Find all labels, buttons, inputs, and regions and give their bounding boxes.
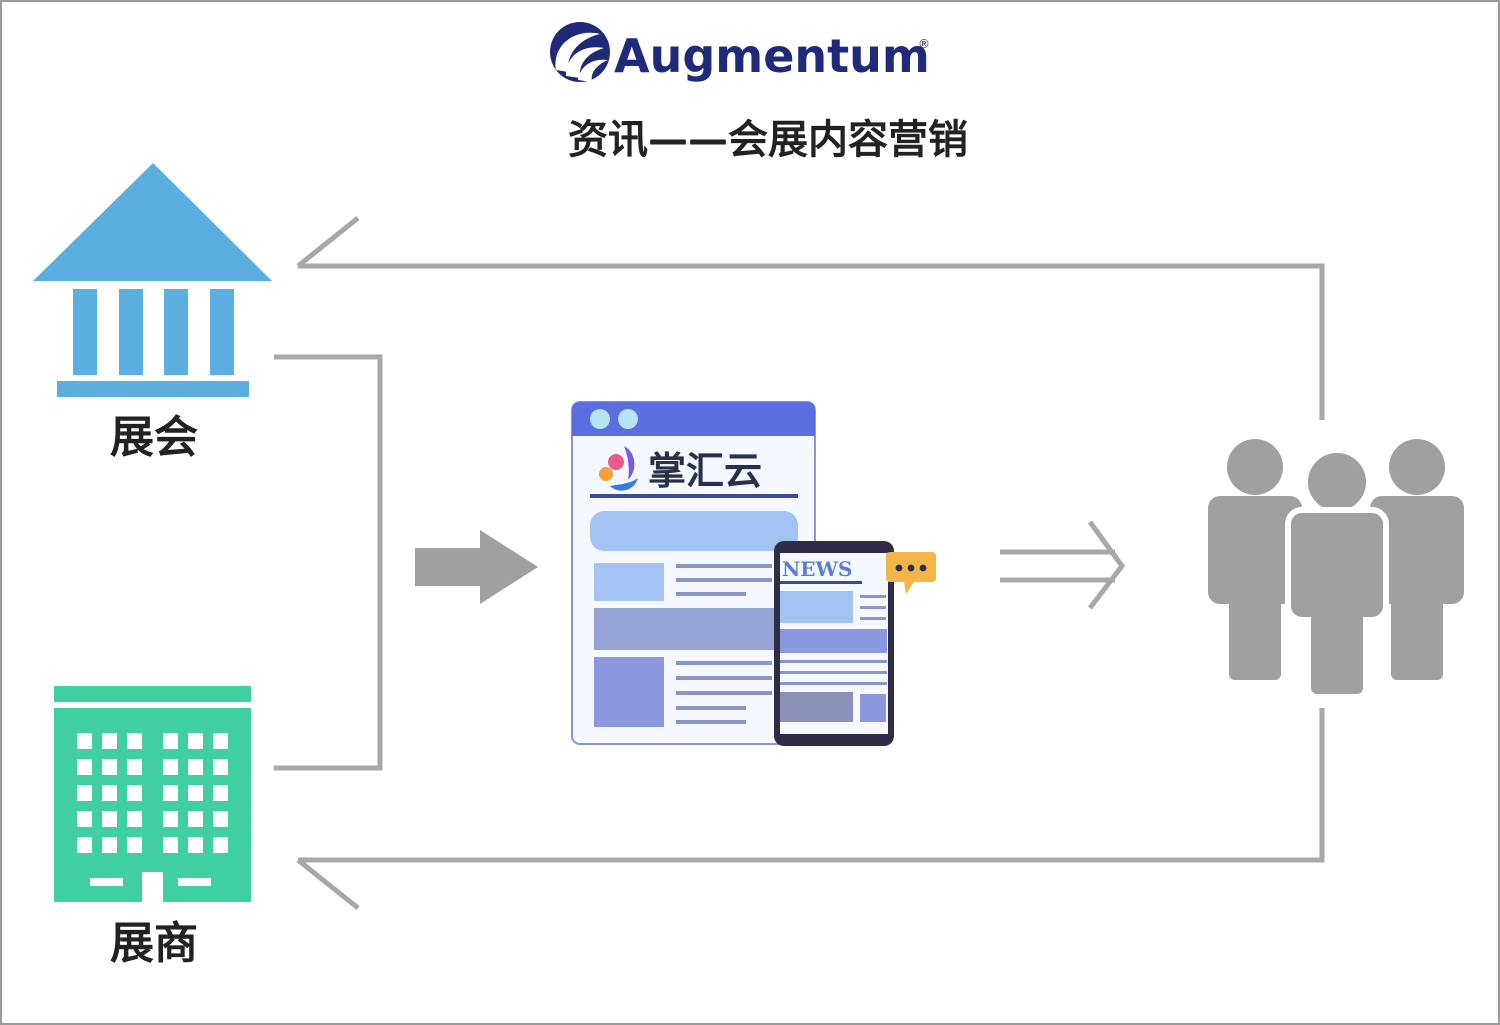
brand-logo-icon: [550, 22, 610, 82]
building-window: [213, 785, 228, 801]
double-arrow-head: [1087, 520, 1126, 610]
person-center-icon: [1285, 447, 1389, 694]
office-building-icon: [54, 686, 251, 902]
building-window: [127, 785, 142, 801]
building-window: [102, 837, 117, 853]
web-news-platform-icon: 掌汇云 NEWS: [571, 401, 936, 746]
building-window: [77, 811, 92, 827]
app-name: 掌汇云: [648, 449, 762, 493]
building-window: [127, 811, 142, 827]
people-group-icon: [1208, 439, 1464, 694]
building-window: [127, 837, 142, 853]
building-window: [163, 785, 178, 801]
building-window: [188, 811, 203, 827]
building-window: [188, 785, 203, 801]
person-right-icon: [1370, 439, 1464, 680]
registered-mark: ®: [918, 37, 930, 51]
brand-name: Augmentum: [614, 29, 930, 83]
building-window: [77, 837, 92, 853]
building-window: [77, 733, 92, 749]
building-window: [213, 733, 228, 749]
building-window: [213, 811, 228, 827]
building-window: [213, 759, 228, 775]
return-arrowhead-top: [296, 216, 360, 268]
building-window: [127, 759, 142, 775]
return-line-bottom: [298, 708, 1325, 863]
connector-lines: [274, 216, 1325, 910]
building-window: [102, 785, 117, 801]
building-window: [188, 837, 203, 853]
page-title: 资讯——会展内容营销: [568, 117, 968, 163]
return-arrowhead-bottom: [296, 858, 360, 910]
building-window: [102, 759, 117, 775]
news-label: NEWS: [782, 557, 852, 581]
exhibitor-label: 展商: [110, 918, 198, 969]
building-window: [77, 785, 92, 801]
building-window: [102, 733, 117, 749]
building-window: [102, 811, 117, 827]
exhibition-label: 展会: [110, 412, 198, 463]
building-window: [127, 733, 142, 749]
building-window: [163, 837, 178, 853]
building-window: [163, 733, 178, 749]
chat-bubble-icon: [886, 552, 936, 594]
building-window: [163, 759, 178, 775]
source-bracket: [274, 354, 383, 771]
app-logo-icon: [599, 446, 638, 491]
return-line-top: [298, 263, 1325, 420]
museum-building-icon: [33, 163, 272, 397]
building-window: [188, 733, 203, 749]
building-window: [188, 759, 203, 775]
person-left-icon: [1208, 439, 1302, 680]
building-window: [163, 811, 178, 827]
building-window: [77, 759, 92, 775]
building-window: [213, 837, 228, 853]
block-arrow-icon: [415, 530, 538, 604]
